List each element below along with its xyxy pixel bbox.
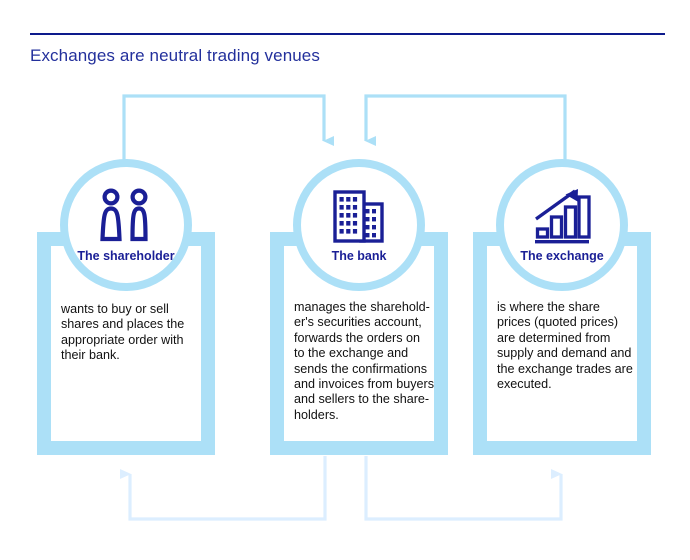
connector-bank-to-shareholder <box>120 456 327 521</box>
node-badge[interactable]: The bank <box>293 159 425 291</box>
header-rule <box>30 33 665 35</box>
node-label: The exchange <box>520 249 604 263</box>
two-people-icon <box>95 183 157 245</box>
node-label: The shareholder <box>77 249 175 263</box>
connector-bank-to-exchange <box>364 456 563 521</box>
node-badge[interactable]: The exchange <box>496 159 628 291</box>
connector-shareholder-to-bank <box>122 94 334 164</box>
node-description: manages the sharehold- er's securities a… <box>294 300 434 422</box>
node-description: wants to buy or sell shares and places t… <box>61 302 185 363</box>
connector-exchange-to-bank <box>364 94 567 164</box>
node-bank[interactable]: manages the sharehold- er's securities a… <box>270 159 448 455</box>
node-description: is where the share prices (quoted prices… <box>497 300 633 392</box>
node-exchange[interactable]: is where the share prices (quoted prices… <box>473 159 651 455</box>
node-badge[interactable]: The shareholder <box>60 159 192 291</box>
node-label: The bank <box>331 249 387 263</box>
page-title: Exchanges are neutral trading venues <box>30 46 320 65</box>
node-shareholder[interactable]: wants to buy or sell shares and places t… <box>37 159 215 455</box>
growth-bar-chart-icon <box>531 183 593 245</box>
office-buildings-icon <box>328 183 390 245</box>
